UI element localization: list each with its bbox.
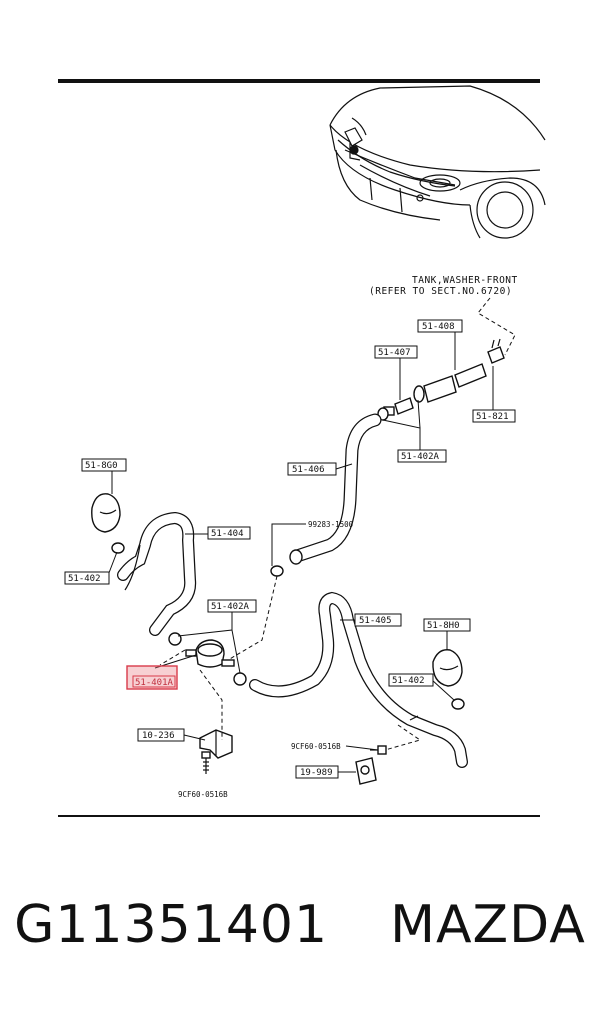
dashed-leaders <box>159 575 422 751</box>
label-51-402-right: 51-402 <box>388 673 434 687</box>
bracket-10-236 <box>199 729 233 759</box>
check-valve-51-401a <box>185 639 235 668</box>
tank-note-line1: TANK,WASHER-FRONT <box>412 275 518 286</box>
label-19-989: 19-989 <box>295 765 339 779</box>
part-number: G11351401 <box>14 895 329 955</box>
fitting-51-407 <box>377 397 414 421</box>
hose-51-408 <box>413 363 487 403</box>
label-51-402a-top: 51-402A <box>397 449 447 463</box>
label-9cf60-bottom: 9CF60-0516B <box>178 790 228 799</box>
svg-text:51-8G0: 51-8G0 <box>85 461 118 471</box>
bolt-bottom <box>201 751 211 774</box>
label-51-407: 51-407 <box>374 345 418 359</box>
clip-99283 <box>270 565 284 577</box>
label-51-404: 51-404 <box>207 526 251 540</box>
svg-text:51-402A: 51-402A <box>401 452 440 462</box>
clip-51-402-left <box>111 542 125 554</box>
svg-text:51-402: 51-402 <box>68 574 101 584</box>
svg-text:9CF60-0516B: 9CF60-0516B <box>178 790 228 799</box>
hose-51-405 <box>249 591 468 768</box>
svg-text:51-821: 51-821 <box>476 412 509 422</box>
brand-name: MAZDA <box>390 895 586 955</box>
label-51-402-left: 51-402 <box>64 571 110 585</box>
svg-text:10-236: 10-236 <box>142 731 175 741</box>
upper-connector <box>487 338 505 364</box>
label-51-408: 51-408 <box>417 319 463 333</box>
svg-text:51-402A: 51-402A <box>211 602 250 612</box>
label-51-8g0: 51-8G0 <box>81 458 127 472</box>
svg-text:51-405: 51-405 <box>359 616 392 626</box>
svg-text:51-404: 51-404 <box>211 529 244 539</box>
tank-note-line2: (REFER TO SECT.NO.6720) <box>369 286 512 297</box>
svg-text:9CF60-0516B: 9CF60-0516B <box>291 742 341 751</box>
label-9cf60-right: 9CF60-0516B <box>291 742 341 751</box>
caption: G11351401 MAZDA <box>0 895 600 975</box>
svg-text:51-8H0: 51-8H0 <box>427 621 460 631</box>
hose-51-404 <box>117 511 197 636</box>
clip-51-402a-b <box>233 672 247 686</box>
svg-text:51-406: 51-406 <box>292 465 325 475</box>
cap-51-8h0 <box>432 649 463 687</box>
label-51-821: 51-821 <box>472 409 516 423</box>
svg-text:19-989: 19-989 <box>300 768 333 778</box>
label-51-401a: 51-401A <box>126 665 178 690</box>
cap-51-8g0 <box>91 493 121 533</box>
svg-text:51-407: 51-407 <box>378 348 411 358</box>
label-51-402a-mid: 51-402A <box>207 599 257 613</box>
hose-51-406 <box>289 413 382 565</box>
label-10-236: 10-236 <box>137 728 185 742</box>
svg-text:51-402: 51-402 <box>392 676 425 686</box>
label-51-405: 51-405 <box>354 613 402 627</box>
svg-text:99283-1500: 99283-1500 <box>308 520 354 529</box>
clip-51-402a-a <box>168 632 182 646</box>
car-front-illustration <box>329 85 546 239</box>
clip-51-402-right <box>451 698 465 710</box>
label-51-8h0: 51-8H0 <box>423 618 471 632</box>
label-99283-1500: 99283-1500 <box>308 520 354 529</box>
tank-leader <box>477 297 516 356</box>
label-51-406: 51-406 <box>287 462 337 476</box>
svg-text:51-408: 51-408 <box>422 322 455 332</box>
bracket-19-989 <box>355 757 377 785</box>
svg-text:51-401A: 51-401A <box>135 678 174 688</box>
